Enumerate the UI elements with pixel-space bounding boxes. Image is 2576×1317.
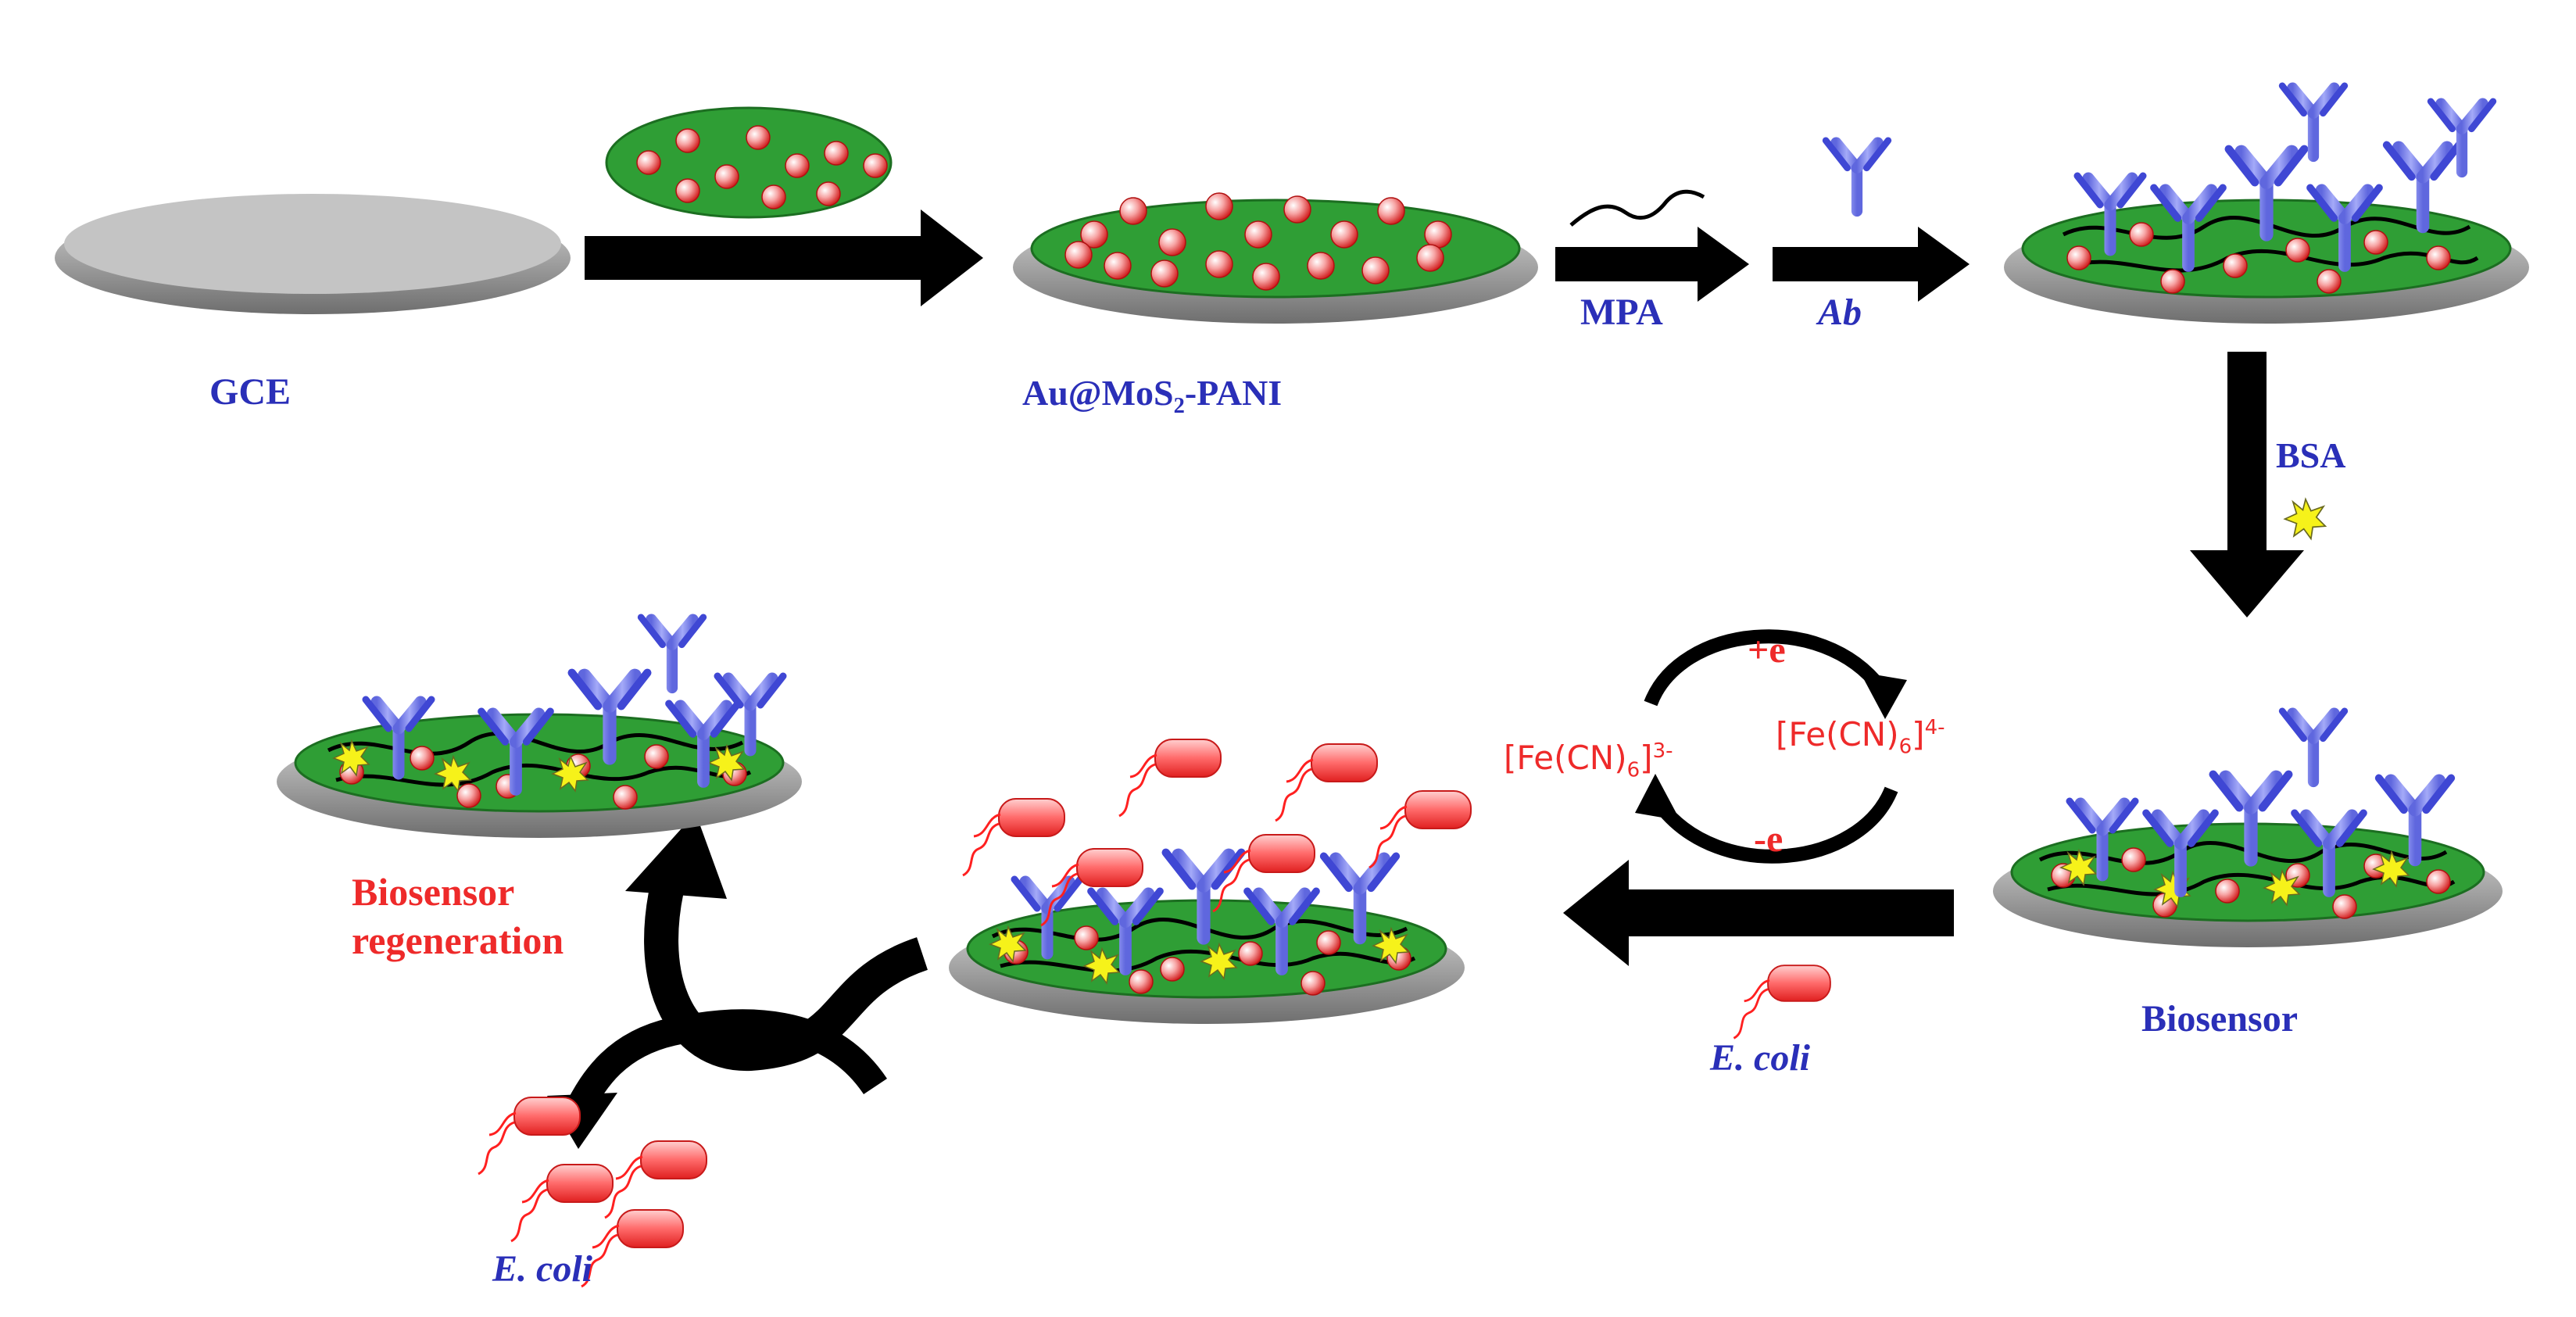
ferricyanide-close: ] [1640,739,1653,777]
arrow-right-1 [585,209,983,306]
plus-e-label: +e [1748,629,1786,671]
gold-nanoparticle [1160,957,1185,982]
minus-e-label: -e [1754,818,1784,860]
gold-nanoparticle [1283,195,1311,224]
gold-nanoparticle [1205,250,1233,278]
ferrocyanide-formula: [Fe(CN) [1776,715,1899,753]
gold-nanoparticle [1330,220,1358,249]
gold-nanoparticle [1158,228,1186,256]
gold-nanoparticle [1307,252,1335,280]
gold-nanoparticle [714,164,739,189]
ecoli-capture-label: E. coli [1710,1037,1810,1079]
gold-nanoparticle [644,744,669,769]
arrow-down-bsa [2190,352,2304,617]
arrow-right-ab [1773,227,1970,302]
ecoli-released-label: E. coli [492,1248,592,1290]
gold-nanoparticle [824,141,849,166]
gold-nanoparticle [1252,263,1280,291]
arrow-right-mpa [1555,227,1749,302]
ferricyanide-subscript: 6 [1626,758,1640,782]
ferrocyanide-close: ] [1912,715,1925,753]
ferricyanide-charge: 3- [1652,739,1673,763]
bsa-star-icon [2284,498,2327,540]
gold-nanoparticle [1205,192,1233,220]
gold-nanoparticle [1064,241,1093,269]
bsa-label: BSA [2276,435,2346,475]
biosensor-label: Biosensor [2141,998,2299,1040]
antibody-icon [1826,141,1888,211]
gold-nanoparticle [2363,230,2388,255]
gold-nanoparticle [1074,925,1099,950]
gold-nanoparticle [863,153,888,178]
gold-nanoparticle [2215,879,2240,904]
composite-label-main: Au@MoS [1022,373,1174,413]
arrow-left-ecoli [1563,860,1954,966]
gold-nanoparticle [1377,197,1405,225]
gold-nanoparticle [675,128,700,153]
gold-nanoparticle [2223,253,2248,278]
gold-nanoparticle [746,125,771,150]
ferrocyanide-charge: 4- [1924,716,1945,739]
gold-nanoparticle [613,785,638,810]
gold-nanoparticle [636,150,661,175]
gold-nanoparticle [2332,894,2357,919]
gold-nanoparticle [675,178,700,203]
gold-nanoparticle [1119,197,1147,225]
regeneration-label: Biosensor regeneration [352,868,564,964]
antibody-electrode-particles [2066,222,2451,294]
ferrocyanide-subscript: 6 [1898,735,1912,759]
gold-nanoparticle [2426,245,2451,270]
gold-nanoparticle [1301,971,1326,996]
gold-nanoparticle [785,153,810,178]
gold-nanoparticle [2426,869,2451,894]
gold-nanoparticle [1104,252,1132,280]
gold-nanoparticle [1316,930,1341,955]
regeneration-label-line2: regeneration [352,918,564,962]
gold-nanoparticle [2317,269,2342,294]
gold-nanoparticle [1238,941,1263,966]
gold-nanoparticle [761,184,786,209]
composite-label: Au@MoS2-PANI [1022,375,1282,418]
composite-label-suffix: -PANI [1184,373,1283,413]
gold-nanoparticle [1129,969,1154,994]
ferrocyanide-label: [Fe(CN)6]4- [1776,718,1945,757]
gold-nanoparticle [1150,259,1179,288]
mpa-label: MPA [1580,292,1663,333]
ferricyanide-formula: [Fe(CN) [1504,739,1627,777]
gold-nanoparticle [456,783,481,808]
ab-label: Ab [1818,292,1862,333]
gold-nanoparticle [816,181,841,206]
gold-nanoparticle [410,746,435,771]
ferricyanide-label: [Fe(CN)6]3- [1504,741,1673,780]
gold-nanoparticle [1416,244,1444,272]
gold-nanoparticle [1424,220,1452,249]
composite-label-subscript: 2 [1173,394,1185,419]
gold-nanoparticle [2160,269,2185,294]
gold-nanoparticle [2121,847,2146,872]
gce-electrode [55,194,571,314]
gce-label: GCE [209,371,292,413]
gold-nanoparticle [2285,238,2310,263]
gold-nanoparticle [1244,220,1272,249]
regeneration-label-line1: Biosensor [352,870,515,914]
gold-nanoparticle [1080,220,1108,249]
ecoli-icon-capture [1732,964,1832,1040]
regeneration-arrow [547,813,928,1149]
gold-nanoparticle [2129,222,2154,247]
gold-nanoparticle [2066,245,2091,270]
gold-nanoparticles-film [1064,192,1452,291]
gold-nanoparticle [1361,256,1390,285]
regenerated-electrode [277,713,802,838]
modified-electrode [1013,199,1538,324]
mpa-linker-icon [1569,189,1705,227]
redox-cycle [1635,629,1907,864]
gold-nanoparticles-drop [636,125,888,209]
